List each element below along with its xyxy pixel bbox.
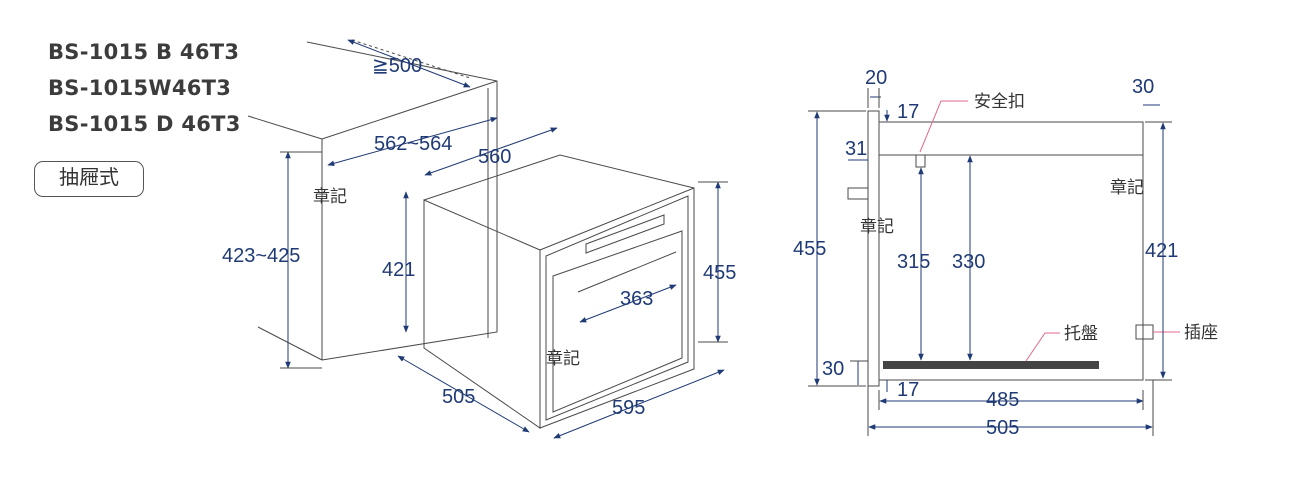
top-gap-label: 17 — [897, 101, 919, 123]
door-thickness-label: 20 — [865, 67, 887, 89]
side-view-outline — [847, 110, 1154, 387]
door-handle — [577, 251, 677, 293]
model-name: BS-1015 D 46T3 — [48, 112, 241, 136]
total-depth-label: 505 — [986, 417, 1019, 439]
inner-depth-label: 485 — [986, 389, 1019, 411]
unit-width-dimension — [424, 127, 558, 176]
cabinet-outline — [247, 39, 498, 361]
rear-offset-label: 30 — [1132, 76, 1154, 98]
opening-height-label: 423~425 — [222, 245, 300, 267]
safety-lock-label: 安全扣 — [974, 92, 1025, 112]
cabinet-stamp: 章記 — [313, 187, 347, 207]
model-list: BS-1015 B 46T3 BS-1015W46T3 BS-1015 D 46… — [48, 34, 241, 142]
body-height-label: 421 — [1145, 240, 1178, 262]
handle-width-dimension — [579, 284, 677, 323]
model-name: BS-1015 B 46T3 — [48, 40, 240, 64]
socket-label: 插座 — [1184, 323, 1218, 343]
unit-width-label: 560 — [478, 146, 511, 168]
tray-bar — [883, 361, 1099, 369]
inner-height-b-label: 330 — [952, 251, 985, 273]
tray-leader — [1025, 332, 1060, 362]
side-front-stamp: 章記 — [860, 217, 894, 237]
opening-width-dimension — [327, 116, 498, 167]
inner-height-a-label: 315 — [897, 251, 930, 273]
handle-width-label: 363 — [620, 288, 653, 310]
oven-body — [423, 154, 695, 429]
safety-lock-leader — [919, 100, 968, 153]
unit-depth-label: 505 — [442, 386, 475, 408]
total-width-label: 595 — [612, 397, 645, 419]
model-name: BS-1015W46T3 — [48, 76, 232, 100]
side-total-height-label: 455 — [793, 238, 826, 260]
bottom-offset-label: 17 — [897, 379, 919, 401]
total-width-dimension — [553, 369, 725, 439]
depth-min-dimension — [347, 39, 471, 88]
lock-drop-label: 31 — [845, 138, 867, 160]
oven-stamp: 章記 — [546, 349, 580, 369]
tray-label: 托盤 — [1064, 324, 1098, 344]
side-back-stamp: 章記 — [1110, 178, 1144, 198]
bottom-gap-label: 30 — [822, 358, 844, 380]
unit-height-label: 421 — [382, 259, 415, 281]
control-panel — [585, 214, 665, 254]
install-type-badge: 抽屜式 — [34, 161, 144, 197]
total-height-label: 455 — [703, 262, 736, 284]
unit-depth-dimension — [397, 355, 530, 433]
depth-min-label: ≧500 — [372, 55, 422, 77]
opening-width-label: 562~564 — [374, 133, 452, 155]
